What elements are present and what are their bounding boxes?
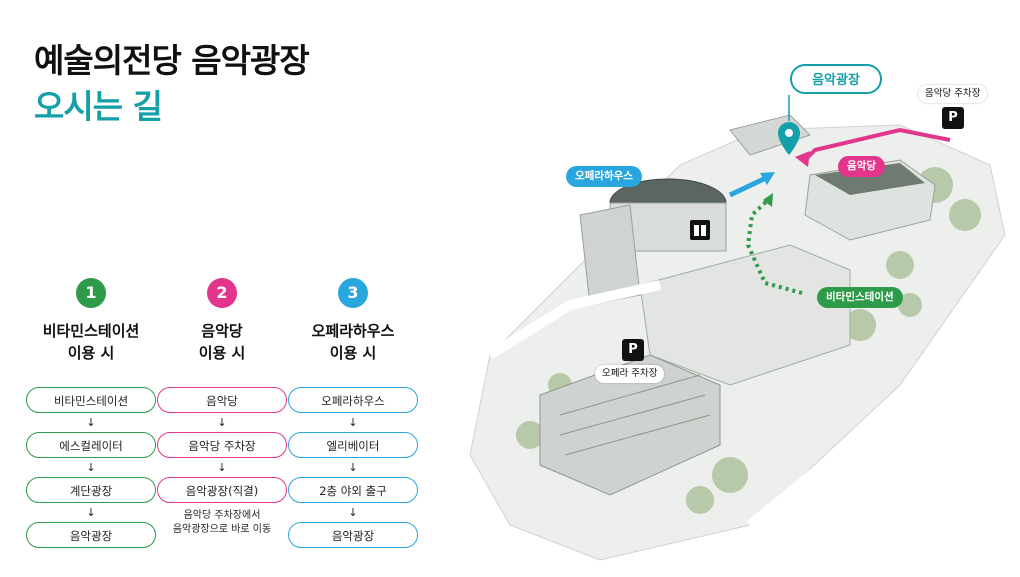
route-heading: 비타민스테이션 이용 시 [42, 322, 140, 362]
map-illustration [469, 95, 1006, 561]
route-step: 음악광장 [26, 522, 156, 548]
concert-parking-label: 음악당 주차장 [918, 85, 988, 103]
down-arrow-icon: ↓ [348, 506, 358, 519]
parking-icon: P [942, 107, 964, 129]
elevator-icon [690, 220, 710, 240]
route-step: 음악당 [157, 387, 287, 413]
route-heading: 음악당 이용 시 [198, 322, 246, 362]
down-arrow-icon: ↓ [86, 416, 96, 429]
route-note: 음악당 주차장에서 음악광장으로 바로 이동 [172, 510, 272, 535]
route-step: 음악광장(직결) [157, 477, 287, 503]
route-number-badge: 1 [76, 278, 106, 308]
down-arrow-icon: ↓ [348, 416, 358, 429]
page-title: 예술의전당 음악광장 [34, 41, 310, 80]
route-number-badge: 3 [338, 278, 368, 308]
route-opera-house: 3 오페라하우스 이용 시 오페라하우스 ↓ 엘리베이터 ↓ 2층 야외 출구 … [278, 278, 428, 548]
down-arrow-icon: ↓ [217, 416, 227, 429]
route-step: 2층 야외 출구 [288, 477, 418, 503]
down-arrow-icon: ↓ [217, 461, 227, 474]
down-arrow-icon: ↓ [86, 461, 96, 474]
route-step: 비타민스테이션 [26, 387, 156, 413]
parking-icon: P [622, 339, 644, 361]
route-step: 음악당 주차장 [157, 432, 287, 458]
down-arrow-icon: ↓ [348, 461, 358, 474]
vitamin-station-label: 비타민스테이션 [817, 287, 903, 308]
route-concert-hall: 2 음악당 이용 시 음악당 ↓ 음악당 주차장 ↓ 음악광장(직결) 음악당 … [147, 278, 297, 537]
route-step: 에스컬레이터 [26, 432, 156, 458]
opera-parking-label: 오페라 주차장 [595, 365, 665, 383]
campus-map: 음악광장 오페라하우스 음악당 비타민스테이션 음악당 주차장 P P 오페라 … [430, 55, 1020, 573]
route-steps: 음악당 ↓ 음악당 주차장 ↓ 음악광장(직결) 음악당 주차장에서 음악광장으… [147, 387, 297, 537]
route-step: 음악광장 [288, 522, 418, 548]
route-step: 오페라하우스 [288, 387, 418, 413]
route-heading: 오페라하우스 이용 시 [311, 322, 395, 362]
trees [516, 167, 981, 514]
route-vitamin: 1 비타민스테이션 이용 시 비타민스테이션 ↓ 에스컬레이터 ↓ 계단광장 ↓… [16, 278, 166, 548]
route-steps: 오페라하우스 ↓ 엘리베이터 ↓ 2층 야외 출구 ↓ 음악광장 [278, 387, 428, 548]
location-pin-icon [778, 122, 800, 155]
parking-structure [539, 354, 721, 496]
down-arrow-icon: ↓ [86, 506, 96, 519]
opera-house-label: 오페라하우스 [566, 166, 642, 187]
route-steps: 비타민스테이션 ↓ 에스컬레이터 ↓ 계단광장 ↓ 음악광장 [16, 387, 166, 548]
page-subtitle: 오시는 길 [34, 87, 163, 126]
route-step: 계단광장 [26, 477, 156, 503]
concert-hall-label: 음악당 [838, 156, 885, 177]
music-plaza-label: 음악광장 [790, 64, 882, 94]
route-number-badge: 2 [207, 278, 237, 308]
route-step: 엘리베이터 [288, 432, 418, 458]
